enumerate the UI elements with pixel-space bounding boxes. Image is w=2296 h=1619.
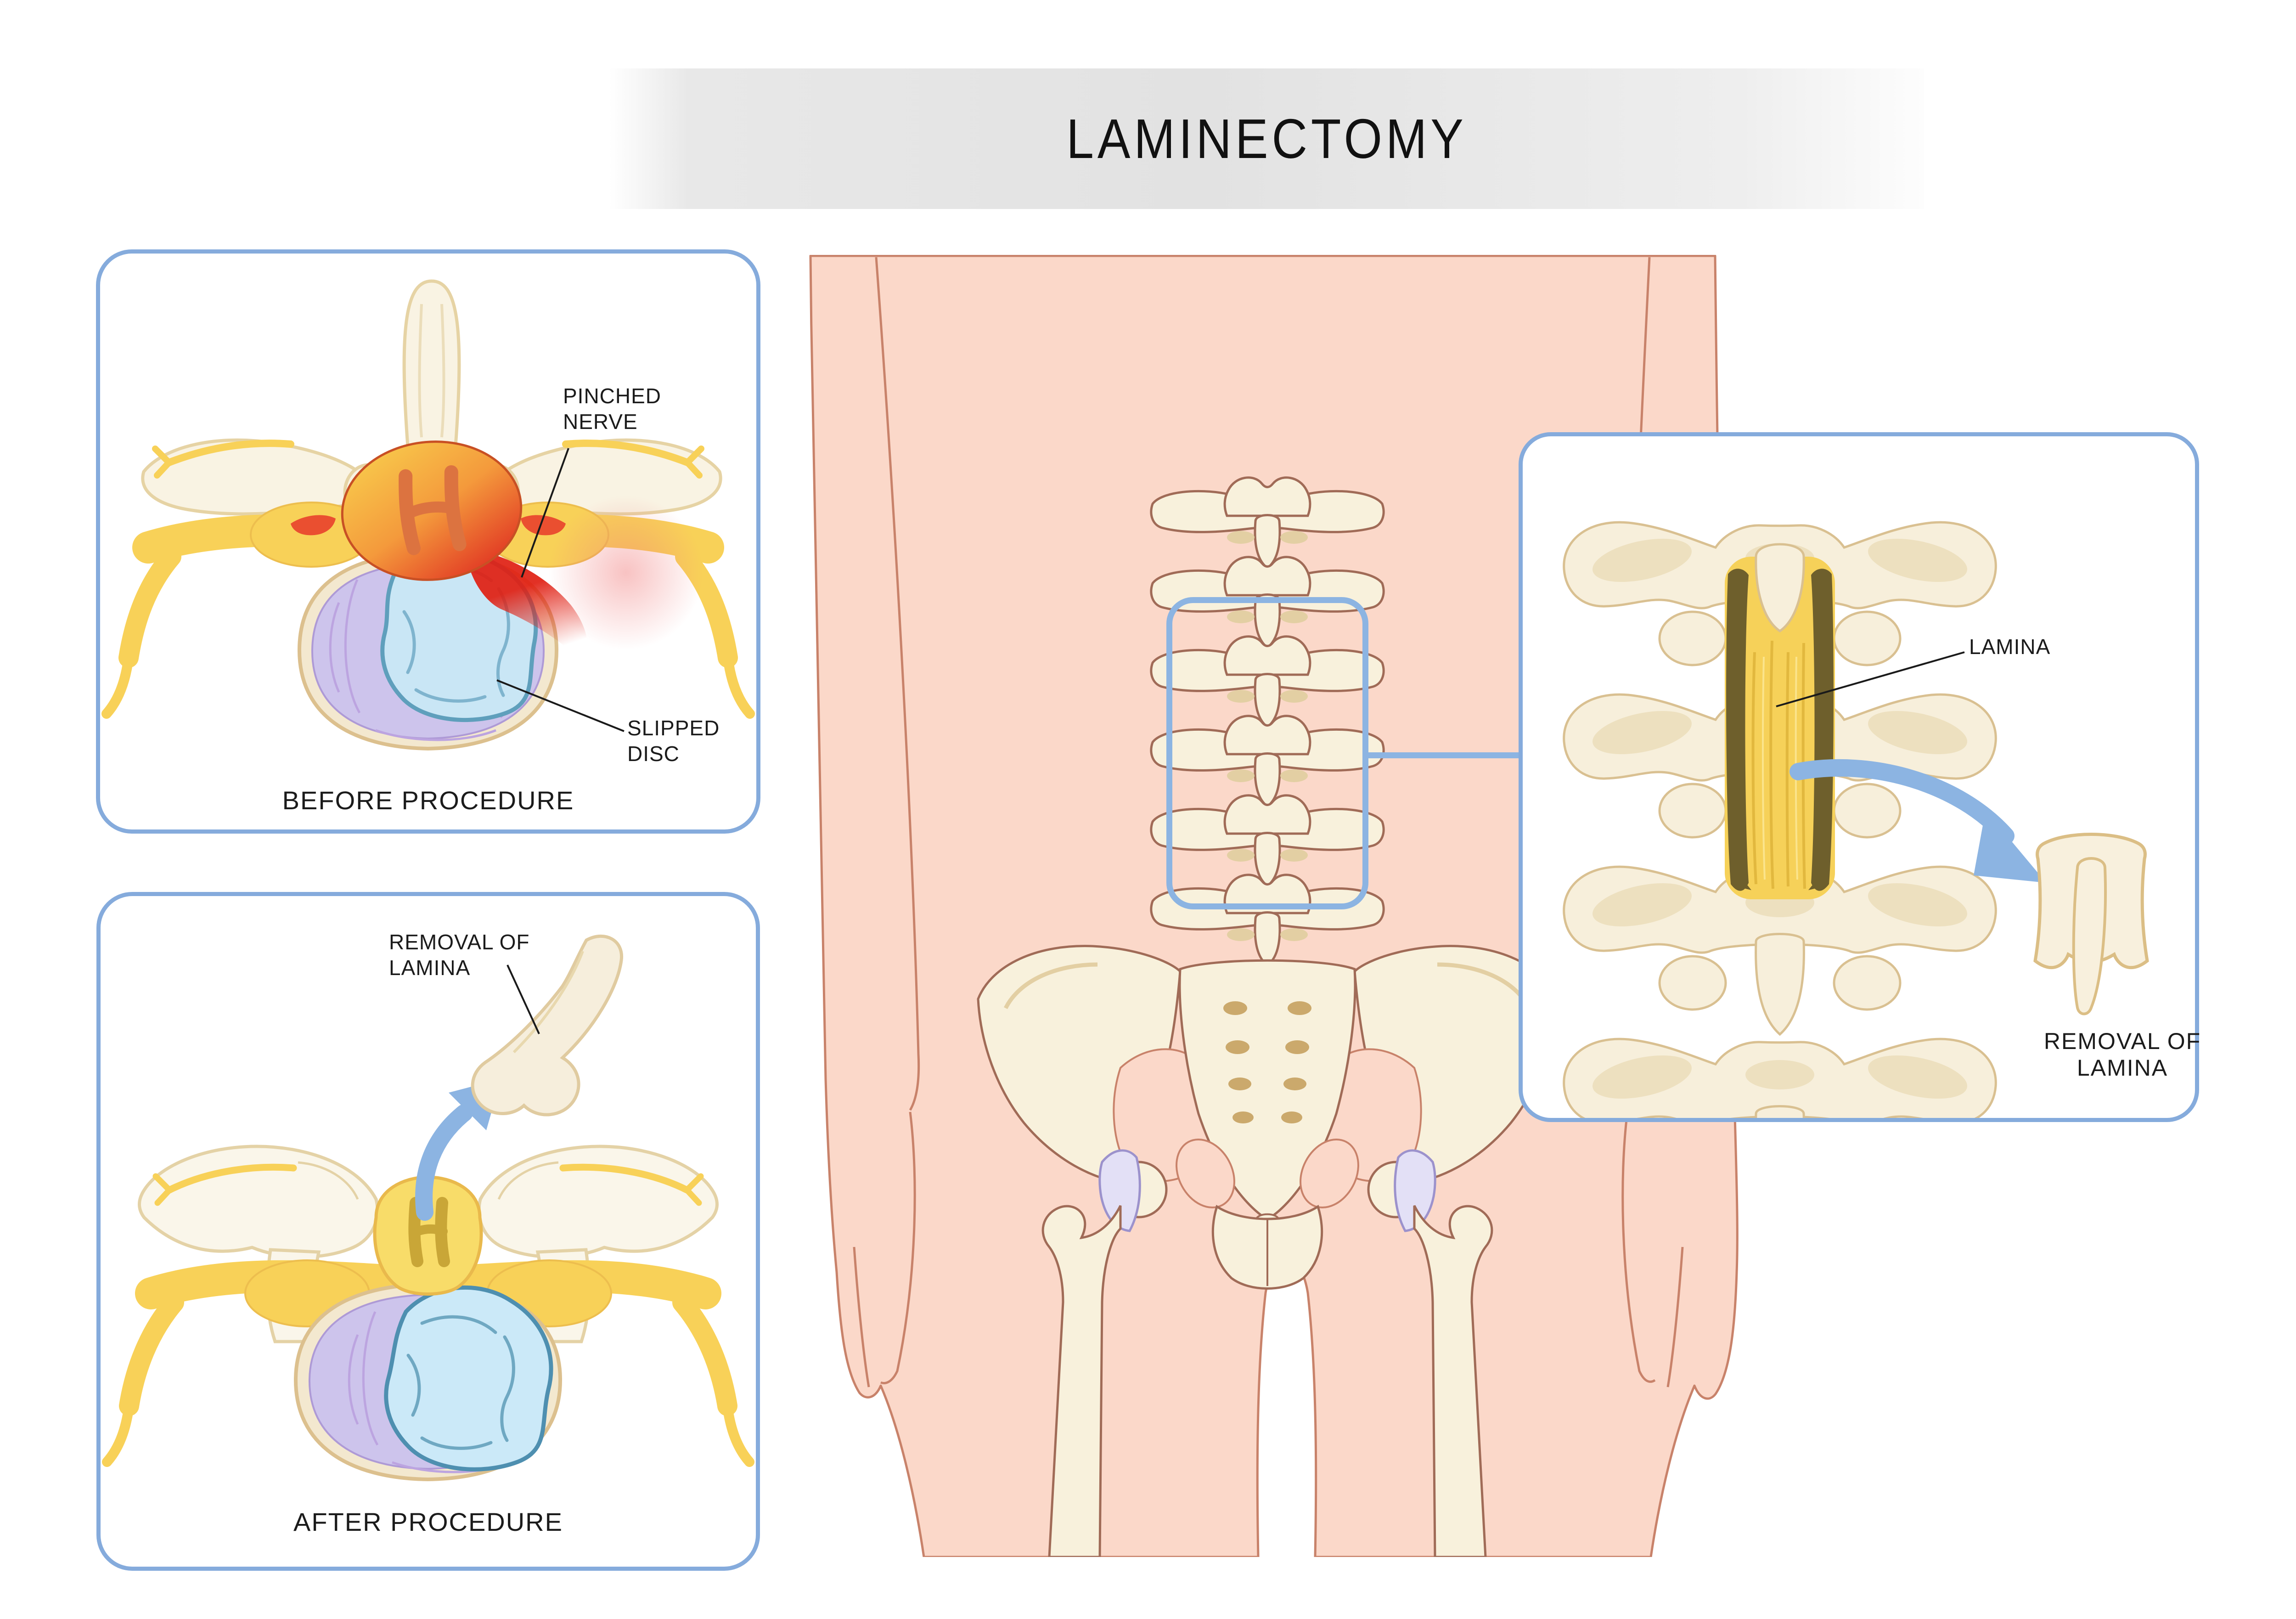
- hip-joint-right: [1394, 1149, 1436, 1232]
- after-procedure-panel: REMOVAL OF LAMINA AFTER PROCEDURE: [96, 892, 760, 1571]
- removed-lamina-bone: [471, 934, 624, 1117]
- compression-red: [465, 547, 588, 665]
- removal-of-lamina-label: REMOVAL OF LAMINA: [389, 930, 530, 980]
- laminectomy-detail-panel: LAMINA REMOVAL OF LAMINA: [1519, 432, 2200, 1122]
- callout-connector-line: [1366, 752, 1525, 758]
- after-procedure-caption: AFTER PROCEDURE: [293, 1507, 563, 1536]
- after-vertebra-illustration: [102, 934, 754, 1482]
- removed-lamina-bone: [2033, 833, 2149, 1015]
- spinal-cord: [341, 440, 523, 581]
- obturator-foramen-left: [1176, 1138, 1235, 1209]
- lamina-label: LAMINA: [1969, 635, 2051, 659]
- before-procedure-caption: BEFORE PROCEDURE: [282, 786, 574, 815]
- posterior-spine-illustration: [1523, 436, 2149, 1118]
- pointer-line: [521, 448, 569, 578]
- before-vertebra-illustration: [101, 279, 755, 751]
- sacral-foramina: [1223, 1001, 1311, 1123]
- before-procedure-panel: PINCHED NERVE SLIPPED DISC BEFORE PROCED…: [96, 249, 760, 834]
- obturator-foramen-right: [1300, 1138, 1359, 1209]
- pointer-line: [506, 965, 540, 1034]
- pointer-line: [1776, 651, 1965, 707]
- spinal-cord: [373, 1175, 483, 1296]
- hip-joint-left: [1098, 1149, 1141, 1232]
- nerve-branches: [102, 1163, 754, 1467]
- spine-callout-box: [1166, 597, 1368, 909]
- curved-arrow-icon: [1790, 759, 2046, 883]
- pointer-line: [496, 679, 625, 732]
- femur-right: [1413, 1205, 1493, 1557]
- inflammation-right: [521, 515, 566, 536]
- pinched-nerve-label: PINCHED NERVE: [563, 384, 662, 434]
- slipped-disc-label: SLIPPED DISC: [627, 716, 720, 766]
- herniated-nucleus: [384, 1285, 553, 1472]
- femur-left: [1041, 1205, 1122, 1557]
- pain-glow: [549, 496, 703, 650]
- title-banner: LAMINECTOMY: [609, 68, 1924, 209]
- inflammation-left: [291, 515, 336, 536]
- upper-spinous-process: [1755, 543, 1805, 633]
- pelvis: [977, 945, 1558, 1557]
- removal-of-lamina-caption: REMOVAL OF LAMINA: [2043, 1028, 2201, 1081]
- page-title: LAMINECTOMY: [1066, 107, 1467, 170]
